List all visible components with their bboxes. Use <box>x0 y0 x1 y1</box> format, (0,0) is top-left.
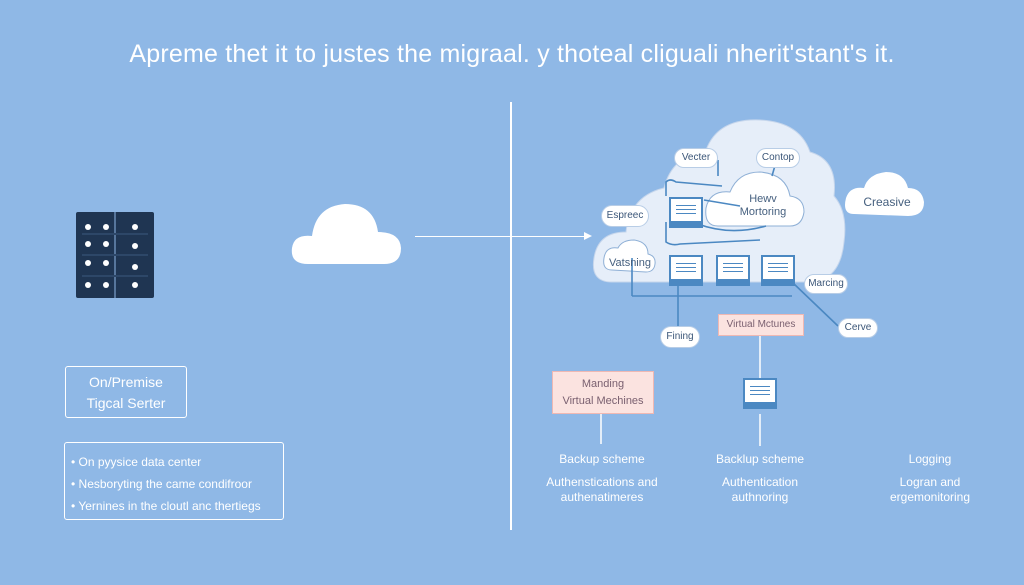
bottom-label-backup: Backup scheme Authenstications and authe… <box>532 452 672 505</box>
onprem-line-1: On/Premise <box>89 374 163 390</box>
monitor-stand <box>669 281 703 286</box>
bottom-label-title: Logging <box>908 452 952 466</box>
node-new-monitoring-line-2: Mortoring <box>739 206 787 218</box>
monitor-stand <box>761 281 795 286</box>
monitoring-cloud-shape <box>705 171 805 227</box>
creasive-cloud-shape <box>845 172 924 216</box>
server-rack-icon <box>76 212 154 298</box>
cloud-icon <box>291 204 401 264</box>
onprem-line-2: Tigcal Serter <box>86 395 166 411</box>
monitor-icon <box>669 197 703 223</box>
node-virtual-mctunes: Virtual Mctunes <box>718 314 804 336</box>
bottom-label-line: Authenstications and <box>546 475 658 489</box>
list-item: • On pyysice data center <box>71 455 202 469</box>
list-item: • Nesboryting the came condifroor <box>71 477 252 491</box>
bullet-list: • On pyysice data center • Nesboryting t… <box>64 442 284 520</box>
managing-vms-box: Manding Virtual Mechines <box>552 371 654 414</box>
migration-arrow-head <box>584 232 592 240</box>
monitor-icon <box>761 255 795 281</box>
node-creasive: Creasive <box>863 195 911 209</box>
monitor-stand <box>669 223 703 228</box>
bottom-label-line: ergemonitoring <box>889 490 971 504</box>
page-title: Apreme thet it to justes the migraal. y … <box>129 40 895 68</box>
connector-lines <box>631 160 839 330</box>
node-fining: Fining <box>660 326 700 348</box>
bottom-label-backlup: Backlup scheme Authentication authnoring <box>690 452 830 505</box>
bottom-label-line: Logran and <box>899 475 961 489</box>
monitor-stand <box>743 404 777 409</box>
node-cerve: Cerve <box>838 318 878 338</box>
bottom-label-logging: Logging Logran and ergemonitoring <box>860 452 1000 505</box>
monitor-icon <box>669 255 703 281</box>
managing-line-1: Manding <box>581 378 625 390</box>
monitor-icon <box>743 378 777 404</box>
node-new-monitoring-line-1: Hewv <box>749 193 777 205</box>
bottom-label-line: Authentication <box>721 475 799 489</box>
onprem-box: On/Premise Tigcal Serter <box>65 366 187 418</box>
node-new-monitoring: Hewv Mortoring <box>728 193 798 219</box>
node-vatsning: Vatsning <box>609 257 651 269</box>
bottom-label-title: Backup scheme <box>559 452 645 466</box>
list-item: • Yernines in the cloutl anc thertiegs <box>71 499 261 513</box>
bottom-label-title: Backlup scheme <box>715 452 805 466</box>
node-vector: Vecter <box>674 148 718 168</box>
monitor-icon <box>716 255 750 281</box>
migration-arrow <box>415 236 587 237</box>
node-contop: Contop <box>756 148 800 168</box>
monitor-stand <box>716 281 750 286</box>
node-espreec: Espreec <box>601 205 649 227</box>
bottom-label-line: authenatimeres <box>560 490 644 504</box>
vatsning-cloud-shape <box>603 239 656 273</box>
node-marcing: Marcing <box>804 274 848 294</box>
bottom-label-line: authnoring <box>731 490 789 504</box>
section-divider <box>510 102 512 530</box>
managing-line-2: Virtual Mechines <box>562 395 644 407</box>
white-connector-lines <box>600 336 761 446</box>
